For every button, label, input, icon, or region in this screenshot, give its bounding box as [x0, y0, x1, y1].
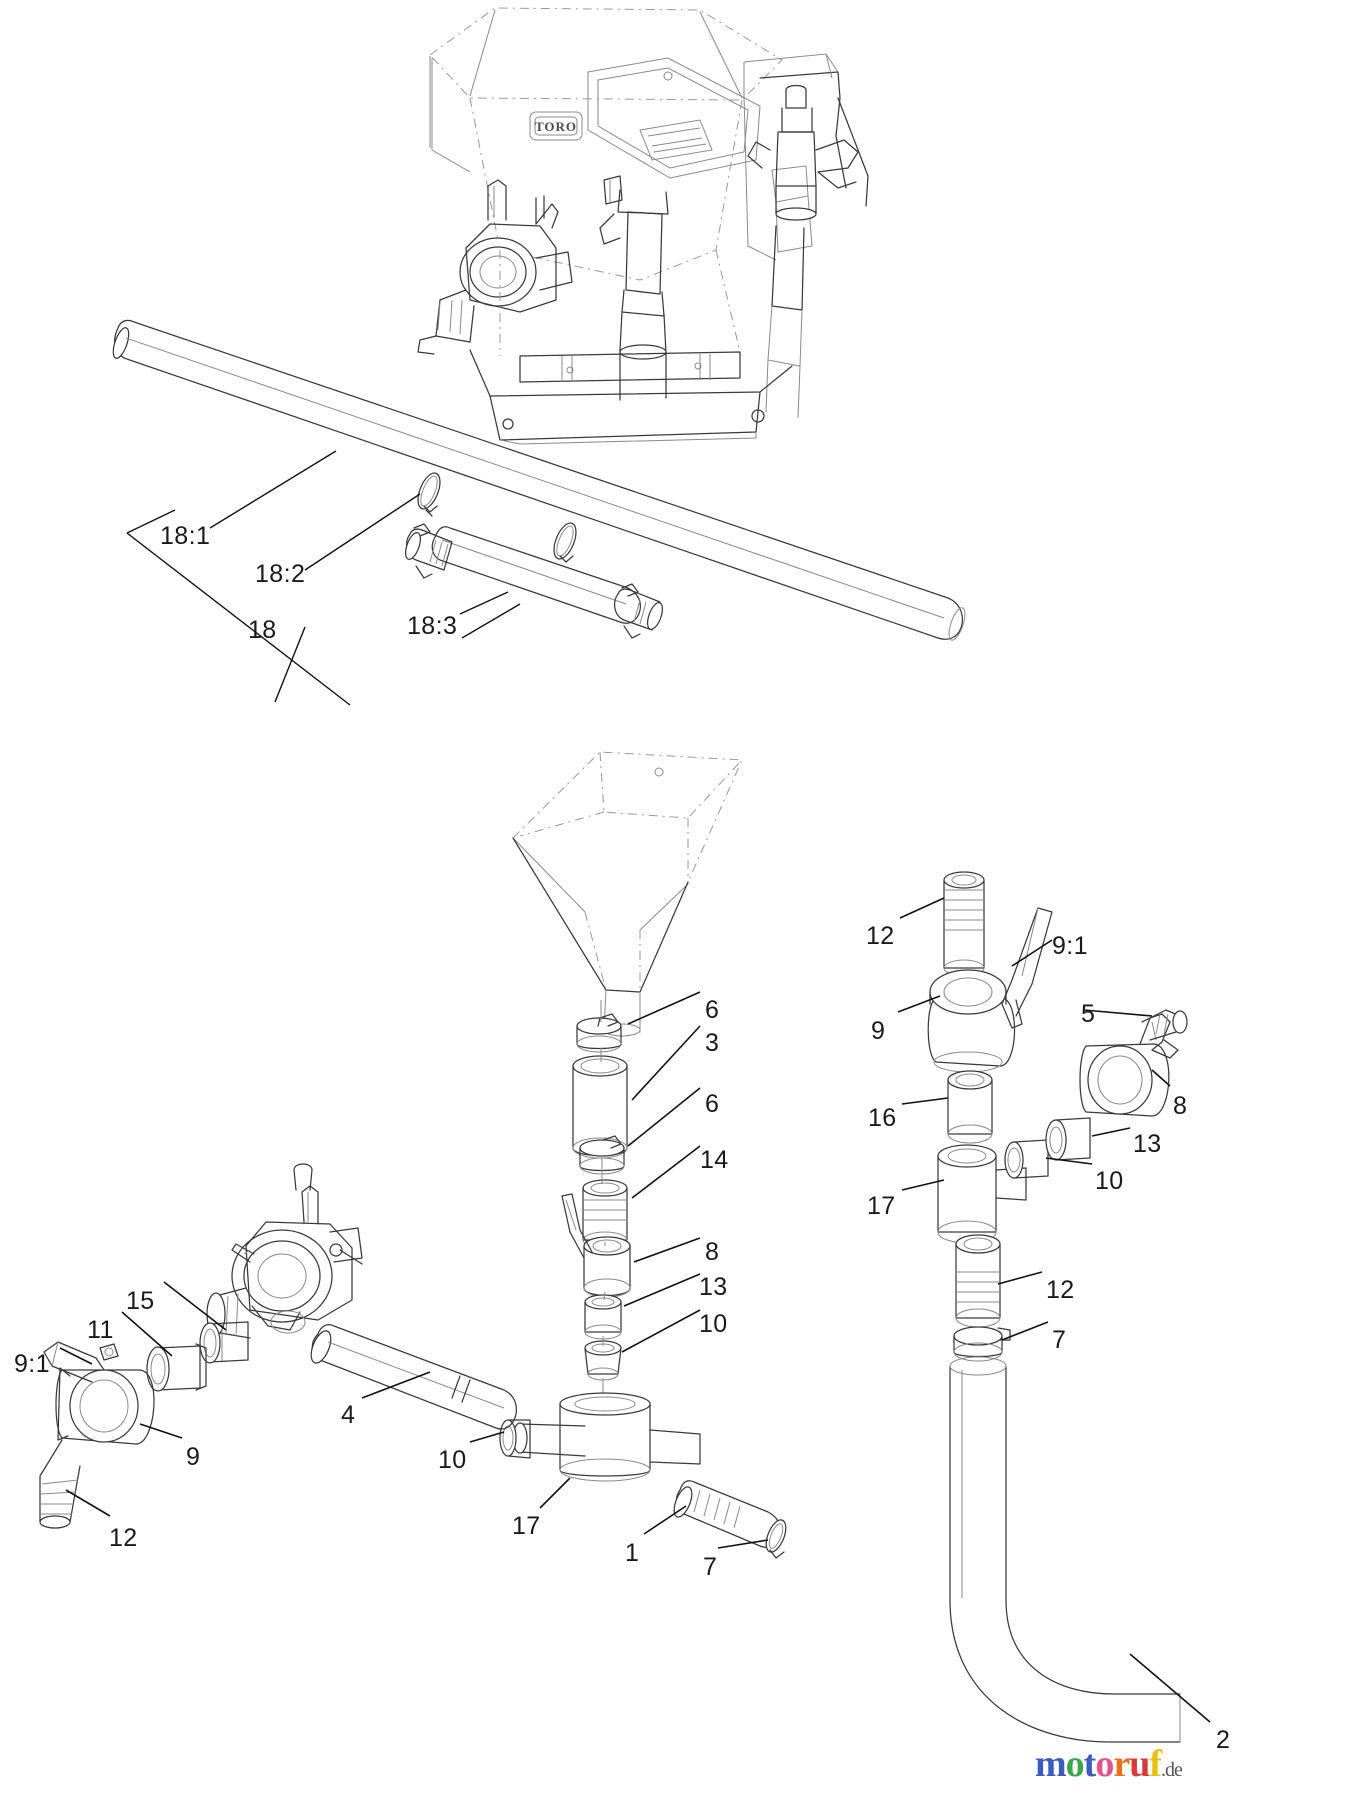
svg-text:TORO: TORO [535, 119, 577, 134]
callout-18-2: 18:2 [255, 560, 306, 588]
ball-valve-8-right [1079, 1009, 1188, 1117]
callout-6: 6 [705, 1090, 720, 1118]
nipple-12-right [943, 871, 985, 977]
callout-13: 13 [1133, 1130, 1162, 1158]
bushing-15 [199, 1321, 249, 1364]
adapter-10-right [1004, 1139, 1049, 1179]
callout-17: 17 [512, 1512, 541, 1540]
clamp-7-right [953, 1326, 1011, 1362]
hose-clamp-2 [553, 522, 577, 563]
cam-coupler-left [404, 523, 453, 579]
callout-15: 15 [126, 1287, 155, 1315]
clamp-6a [576, 1013, 622, 1053]
callout-10: 10 [438, 1446, 467, 1474]
callout-13: 13 [699, 1273, 728, 1301]
leader-lines [59, 897, 1211, 1723]
callout-12: 12 [1046, 1276, 1075, 1304]
callout-5: 5 [1081, 1000, 1096, 1028]
callout-10: 10 [699, 1310, 728, 1338]
bushing-11 [146, 1343, 207, 1392]
pipe-1 [673, 1480, 787, 1559]
callout-6: 6 [705, 996, 720, 1024]
center-hopper [512, 751, 743, 1037]
nipple-12-lower-right [955, 1234, 1001, 1328]
hose-4 [310, 1324, 518, 1430]
coupler-13 [584, 1294, 622, 1340]
callout-4: 4 [341, 1401, 356, 1429]
callout-3: 3 [705, 1029, 720, 1057]
watermark-letter: m [1035, 1743, 1067, 1785]
callout-7: 7 [703, 1553, 718, 1581]
watermark-letter: f [1149, 1743, 1162, 1785]
callout-12: 12 [109, 1524, 138, 1552]
ball-valve-9-right [927, 907, 1053, 1073]
callout-18-1: 18:1 [160, 522, 211, 550]
hose-clamp-1 [417, 472, 441, 517]
callout-7: 7 [1052, 1326, 1067, 1354]
callout-16: 16 [868, 1104, 897, 1132]
callout-8: 8 [705, 1238, 720, 1266]
hose-assembly-18 [404, 472, 664, 639]
center-stack [561, 1000, 631, 1398]
coupler-13-right [1045, 1117, 1091, 1161]
ball-valve-8 [561, 1193, 631, 1298]
top-machine-assembly: TORO [417, 7, 869, 445]
bracket-group-18 [126, 450, 521, 706]
watermark-letter: r [1113, 1743, 1130, 1785]
callout-18-3: 18:3 [407, 612, 458, 640]
callout-9: 9 [186, 1443, 201, 1471]
suction-hose-18-1 [112, 319, 966, 641]
callout-10: 10 [1095, 1167, 1124, 1195]
callout-9-1: 9:1 [14, 1350, 50, 1378]
watermark-suffix: .de [1160, 1759, 1183, 1781]
clamp-7-left [765, 1519, 787, 1559]
callout-8: 8 [1173, 1092, 1188, 1120]
bushing-10 [584, 1340, 622, 1381]
callout-2: 2 [1216, 1726, 1231, 1754]
tee-17-center [512, 1392, 701, 1482]
callout-12: 12 [866, 922, 895, 950]
callout-1: 1 [625, 1539, 640, 1567]
pump-assembly-left [206, 1163, 363, 1339]
callout-11: 11 [87, 1316, 114, 1344]
watermark-letter: u [1129, 1743, 1150, 1785]
motoruf-watermark: motoruf.de [1035, 1743, 1183, 1785]
cam-coupler-right [614, 583, 664, 639]
callout-14: 14 [700, 1146, 729, 1174]
watermark-letter: o [1095, 1743, 1114, 1785]
nipple-16 [947, 1070, 993, 1144]
callout-9-1: 9:1 [1052, 932, 1088, 960]
watermark-letter: o [1065, 1743, 1085, 1785]
curved-hose-2 [949, 1356, 1181, 1743]
ball-valve-9-left [39, 1341, 155, 1529]
watermark-letter: t [1083, 1743, 1097, 1785]
callout-18: 18 [248, 616, 277, 644]
callout-17: 17 [867, 1192, 896, 1220]
callout-9: 9 [871, 1017, 886, 1045]
